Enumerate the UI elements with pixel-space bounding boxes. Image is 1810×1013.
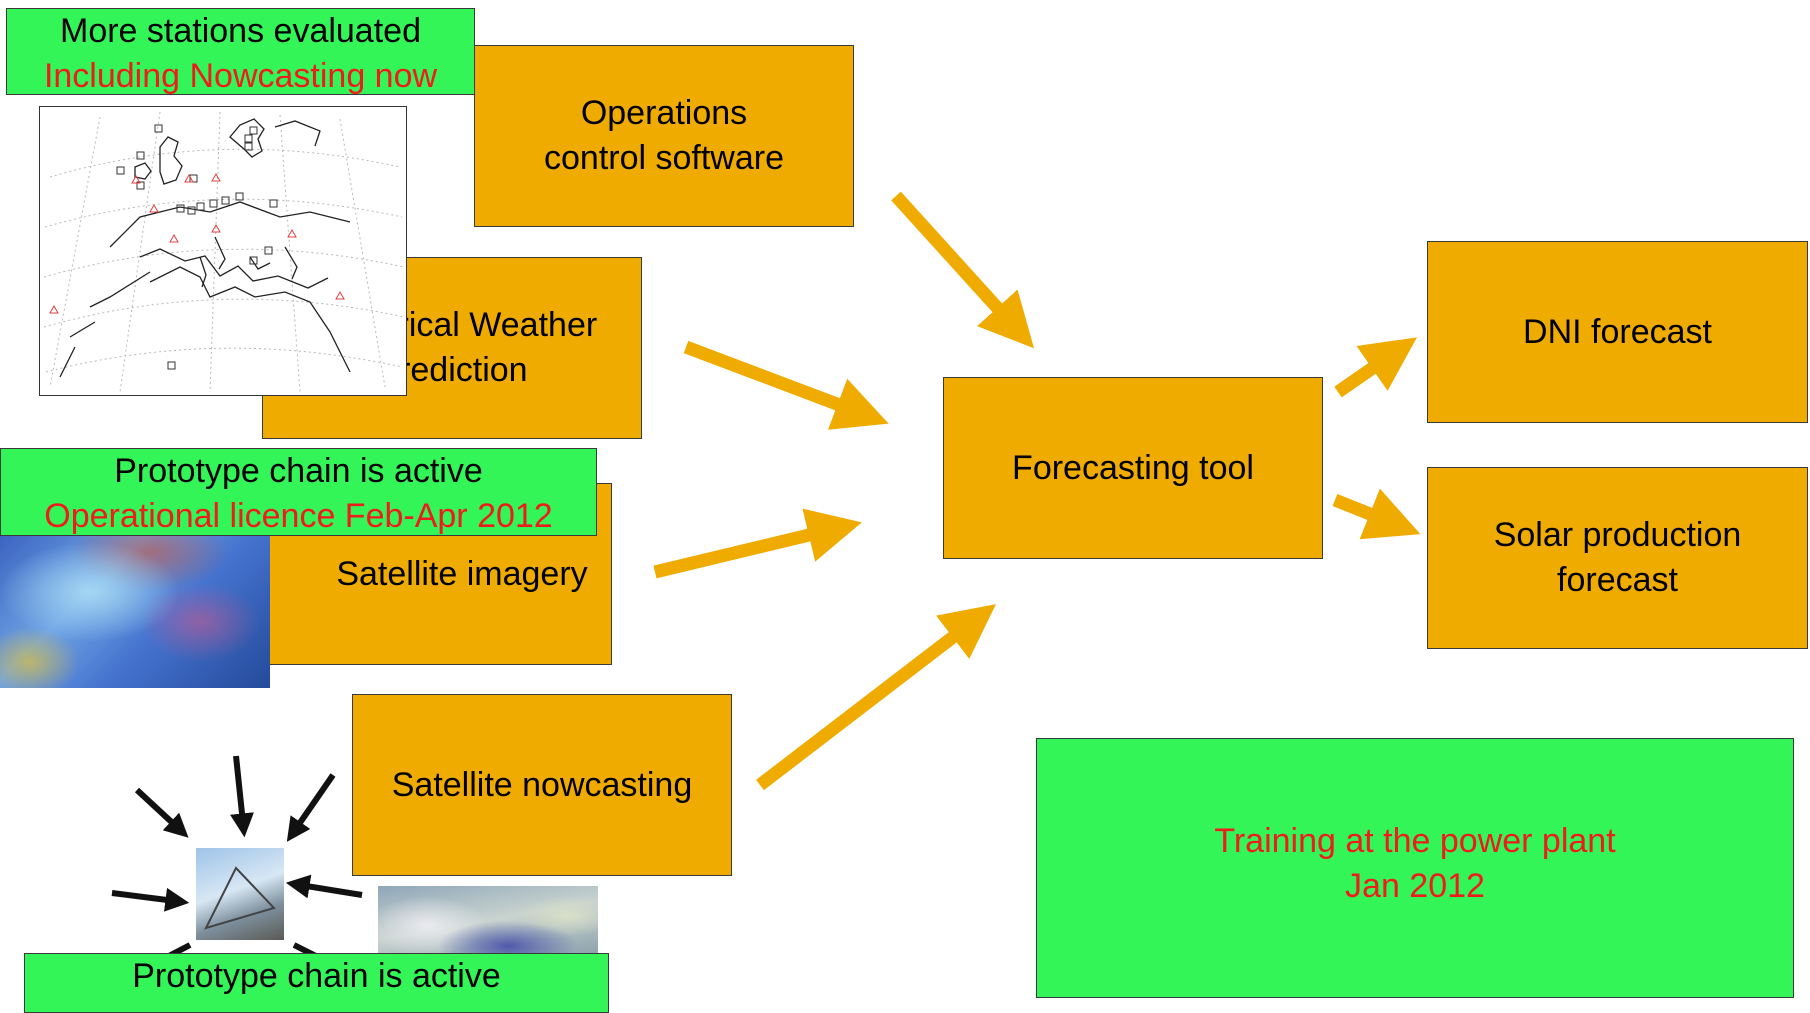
dni-forecast-box: DNI forecast [1427, 241, 1808, 423]
box-label-line: Satellite nowcasting [391, 765, 693, 804]
power-plant-photo [196, 848, 284, 940]
arrow-nowcasting-to-tool [756, 604, 996, 791]
note-line: Prototype chain is active [114, 452, 483, 490]
satellite-nowcasting-box: Satellite nowcasting [352, 694, 732, 876]
satellite-imagery-image [0, 532, 270, 688]
stations-note: More stations evaluated Including Nowcas… [6, 8, 475, 95]
note-highlight-line: Including Nowcasting now [43, 57, 438, 95]
box-label-line: forecast [1557, 561, 1678, 599]
prototype-chain-note-2: Prototype chain is active [24, 953, 609, 1013]
box-label-line: control software [544, 139, 784, 177]
numerical-weather-prediction-box: Numerical Weather Prediction [262, 257, 642, 439]
box-label-line: DNI forecast [1523, 312, 1712, 351]
box-label-line: Satellite imagery [336, 554, 588, 593]
note-highlight-line: Jan 2012 [1345, 867, 1485, 905]
flow-arrows [653, 191, 1421, 791]
training-note: Training at the power plant Jan 2012 [1036, 738, 1794, 998]
note-line: Prototype chain is active [132, 957, 501, 995]
box-label-line: Operations [580, 94, 748, 132]
arrow-tool-to-dni [1334, 337, 1417, 398]
arrow-tool-to-solar [1332, 488, 1421, 540]
box-label-line: Solar production [1493, 516, 1742, 554]
station-map-image [39, 106, 407, 396]
arrow-nwp-to-tool [683, 340, 889, 430]
note-line: More stations evaluated [60, 12, 421, 50]
arrow-operations-to-tool [891, 191, 1034, 349]
solar-production-forecast-box: Solar production forecast [1427, 467, 1808, 649]
arrow-imagery-to-tool [653, 508, 862, 579]
forecasting-tool-box: Forecasting tool [943, 377, 1323, 559]
operations-control-software-box: Operations control software [474, 45, 854, 227]
prototype-chain-note: Prototype chain is active Operational li… [0, 448, 597, 536]
note-highlight-line: Training at the power plant [1214, 822, 1616, 860]
box-label-line: Forecasting tool [1012, 448, 1254, 487]
note-highlight-line: Operational licence Feb-Apr 2012 [44, 497, 553, 535]
